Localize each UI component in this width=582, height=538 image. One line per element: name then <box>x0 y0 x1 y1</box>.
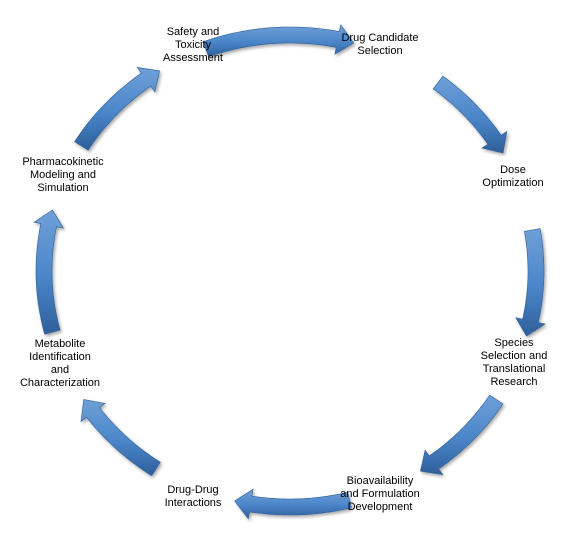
arrow-to-safety-toxicity-assessment <box>74 66 160 151</box>
arrow-to-species-selection <box>515 228 546 337</box>
arrow-to-metabolite-identification <box>80 399 161 477</box>
node-line: Safety and <box>166 26 220 38</box>
node-pharmacokinetic-modeling-simulation: Pharmacokinetic Modeling and Simulation <box>8 156 118 195</box>
node-line: Drug-Drug <box>167 484 219 496</box>
node-line: Species <box>494 337 534 349</box>
node-line: Optimization <box>482 177 544 189</box>
node-dose-optimization: Dose Optimization <box>468 164 558 190</box>
node-line: and <box>50 364 70 376</box>
node-line: Selection <box>357 45 403 57</box>
node-line: Assessment <box>163 52 223 64</box>
arrow-to-dose-optimization <box>432 75 508 154</box>
node-line: Identification <box>29 351 91 363</box>
node-line: and Formulation <box>340 488 420 500</box>
node-drug-candidate-selection: Drug Candidate Selection <box>325 32 435 58</box>
node-line: Metabolite <box>34 338 86 350</box>
arrow-to-drug-candidate-selection <box>202 24 355 58</box>
node-line: Research <box>490 376 538 388</box>
node-line: Bioavailability <box>346 475 414 487</box>
node-species-selection-translational-research: Species Selection and Translational Rese… <box>468 337 560 389</box>
node-line: Characterization <box>19 377 101 389</box>
node-line: Modeling and <box>29 169 97 181</box>
arrow-to-pharmacokinetic-modeling <box>33 209 65 335</box>
node-metabolite-identification-characterization: Metabolite Identification and Characteri… <box>6 338 114 390</box>
node-line: Drug Candidate <box>341 32 419 44</box>
node-line: Interactions <box>164 497 222 509</box>
node-line: Dose <box>500 164 526 176</box>
arrow-to-bioavailability-formulation <box>420 394 504 476</box>
node-bioavailability-formulation-development: Bioavailability and Formulation Developm… <box>328 475 432 514</box>
node-safety-toxicity-assessment: Safety and Toxicity Assessment <box>140 26 246 65</box>
node-line: Selection and <box>480 350 548 362</box>
node-line: Simulation <box>37 182 89 194</box>
node-drug-drug-interactions: Drug-Drug Interactions <box>150 484 236 510</box>
arrow-to-drug-drug-interactions <box>234 488 352 520</box>
node-line: Translational <box>482 363 546 375</box>
node-line: Pharmacokinetic <box>22 156 104 168</box>
node-line: Development <box>347 501 413 513</box>
node-line: Toxicity <box>174 39 212 51</box>
